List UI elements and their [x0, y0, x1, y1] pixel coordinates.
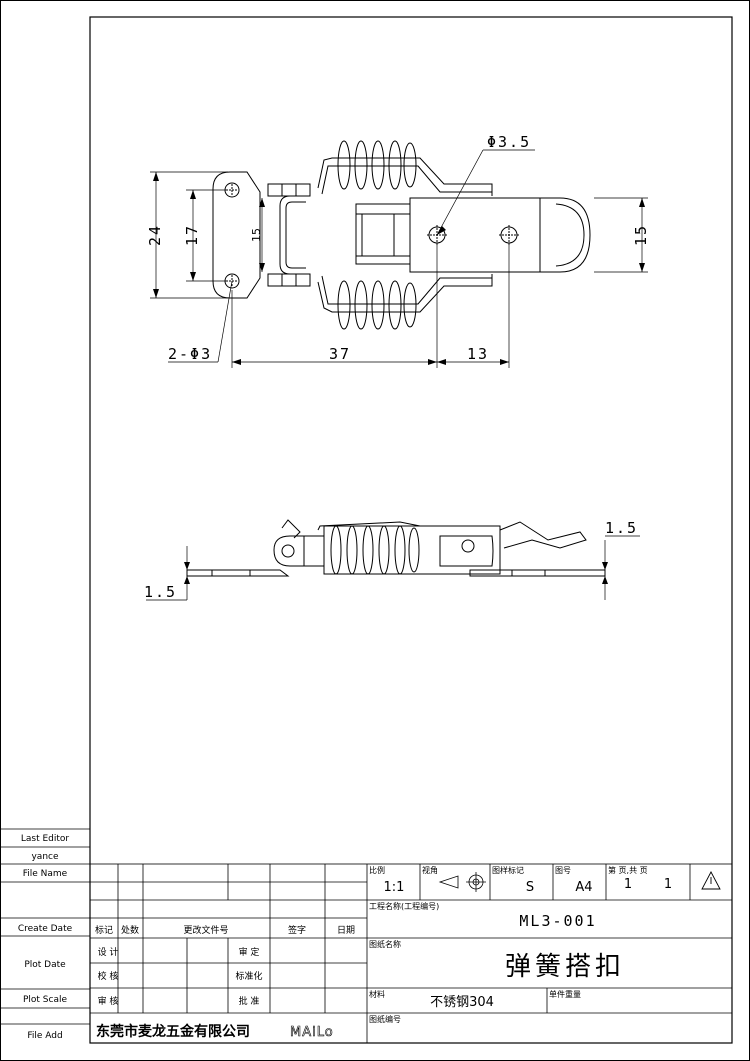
- upper-spring-arm: [317, 157, 493, 196]
- projection-symbol-icon: [438, 872, 486, 892]
- dim-24-label: 24: [146, 224, 164, 246]
- dim-side-left-label: 1.5: [144, 583, 177, 601]
- hinge-eye: [273, 535, 305, 567]
- side-view-dimensions: [146, 535, 640, 601]
- role-audit: 审 核: [98, 995, 119, 1007]
- mark-label: 图样标记: [492, 865, 524, 875]
- sheet-value: A4: [575, 880, 592, 895]
- left-base-plate: [186, 569, 290, 577]
- page-number: 1: [624, 877, 632, 892]
- material-value: 不锈钢304: [430, 995, 494, 1010]
- lower-spring-coils: [337, 280, 417, 330]
- role-check: 校 核: [98, 970, 119, 982]
- top-view: [212, 140, 591, 330]
- side-body: [323, 525, 501, 575]
- top-view-dimensions: [150, 149, 648, 368]
- u-frame-outer: [279, 195, 310, 275]
- upper-spring-coils: [337, 140, 417, 190]
- scale-value: 1:1: [384, 880, 405, 895]
- sheet-label: 图号: [555, 866, 571, 875]
- role-standard: 标准化: [235, 970, 262, 982]
- project-value: ML3-001: [519, 912, 596, 930]
- rev-count-header: 处数: [121, 924, 139, 936]
- side-pivot-hole: [461, 539, 475, 553]
- drawing-no-label: 图纸编号: [369, 1014, 401, 1024]
- page-total: 1: [664, 877, 672, 892]
- dim-15-right-label: 15: [632, 224, 650, 246]
- company-logo: MAiLo: [290, 1025, 334, 1040]
- rev-date-header: 日期: [337, 925, 355, 936]
- dim-13-label: 13: [467, 345, 489, 363]
- scale-label: 比例: [369, 865, 385, 875]
- dim-hole-label: Φ3.5: [487, 133, 531, 151]
- file-name-label: File Name: [23, 869, 68, 879]
- center-link: [355, 203, 411, 265]
- dim-37-label: 37: [329, 345, 351, 363]
- side-dimension-arrows: [184, 562, 608, 584]
- mark-value: S: [526, 880, 534, 895]
- last-editor-value: yance: [31, 852, 58, 862]
- hinge-knuckle-bottom: [267, 273, 311, 287]
- rev-mark-header: 标记: [95, 924, 113, 936]
- dim-side-right-label: 1.5: [605, 519, 638, 537]
- rev-change-doc-header: 更改文件号: [183, 924, 228, 936]
- hinge-knuckle-top: [267, 183, 311, 197]
- weight-label: 单件重量: [549, 989, 581, 999]
- project-label: 工程名称(工程编号): [369, 901, 439, 911]
- dim-15-inner-label: 15: [250, 228, 263, 242]
- view-label: 视角: [422, 865, 438, 875]
- side-hook-arm: [499, 521, 587, 549]
- title-block-grid: [89, 863, 733, 1044]
- side-spring-coils: [330, 525, 420, 575]
- left-sidebar: [0, 828, 90, 1025]
- company-name: 东莞市麦龙五金有限公司: [96, 1023, 250, 1040]
- create-date-label: Create Date: [18, 924, 73, 934]
- file-add-label: File Add: [27, 1031, 62, 1041]
- hook-plate: [409, 197, 591, 273]
- role-review: 审 定: [239, 946, 260, 958]
- dimension-arrows: [153, 172, 645, 365]
- drawing-name-label: 图纸名称: [369, 939, 401, 949]
- left-mount-plate: [212, 171, 261, 299]
- dim-17-label: 17: [183, 224, 201, 246]
- rev-sign-header: 签字: [288, 924, 306, 936]
- lower-spring-arm: [317, 274, 493, 313]
- page-label: 第 页,共 页: [608, 865, 648, 875]
- side-view: [186, 519, 606, 577]
- drawing-name-value: 弹簧搭扣: [505, 952, 625, 982]
- material-label: 材料: [369, 989, 385, 999]
- plot-scale-label: Plot Scale: [23, 995, 68, 1005]
- plot-date-label: Plot Date: [24, 960, 66, 970]
- last-editor-label: Last Editor: [21, 834, 70, 844]
- hinge-tab: [281, 519, 301, 539]
- revision-warning-icon: [701, 871, 721, 890]
- role-design: 设 计: [98, 946, 119, 958]
- role-approve: 批 准: [239, 995, 260, 1007]
- right-base-plate: [469, 569, 606, 577]
- dim-2phi3-label: 2-Φ3: [168, 345, 212, 363]
